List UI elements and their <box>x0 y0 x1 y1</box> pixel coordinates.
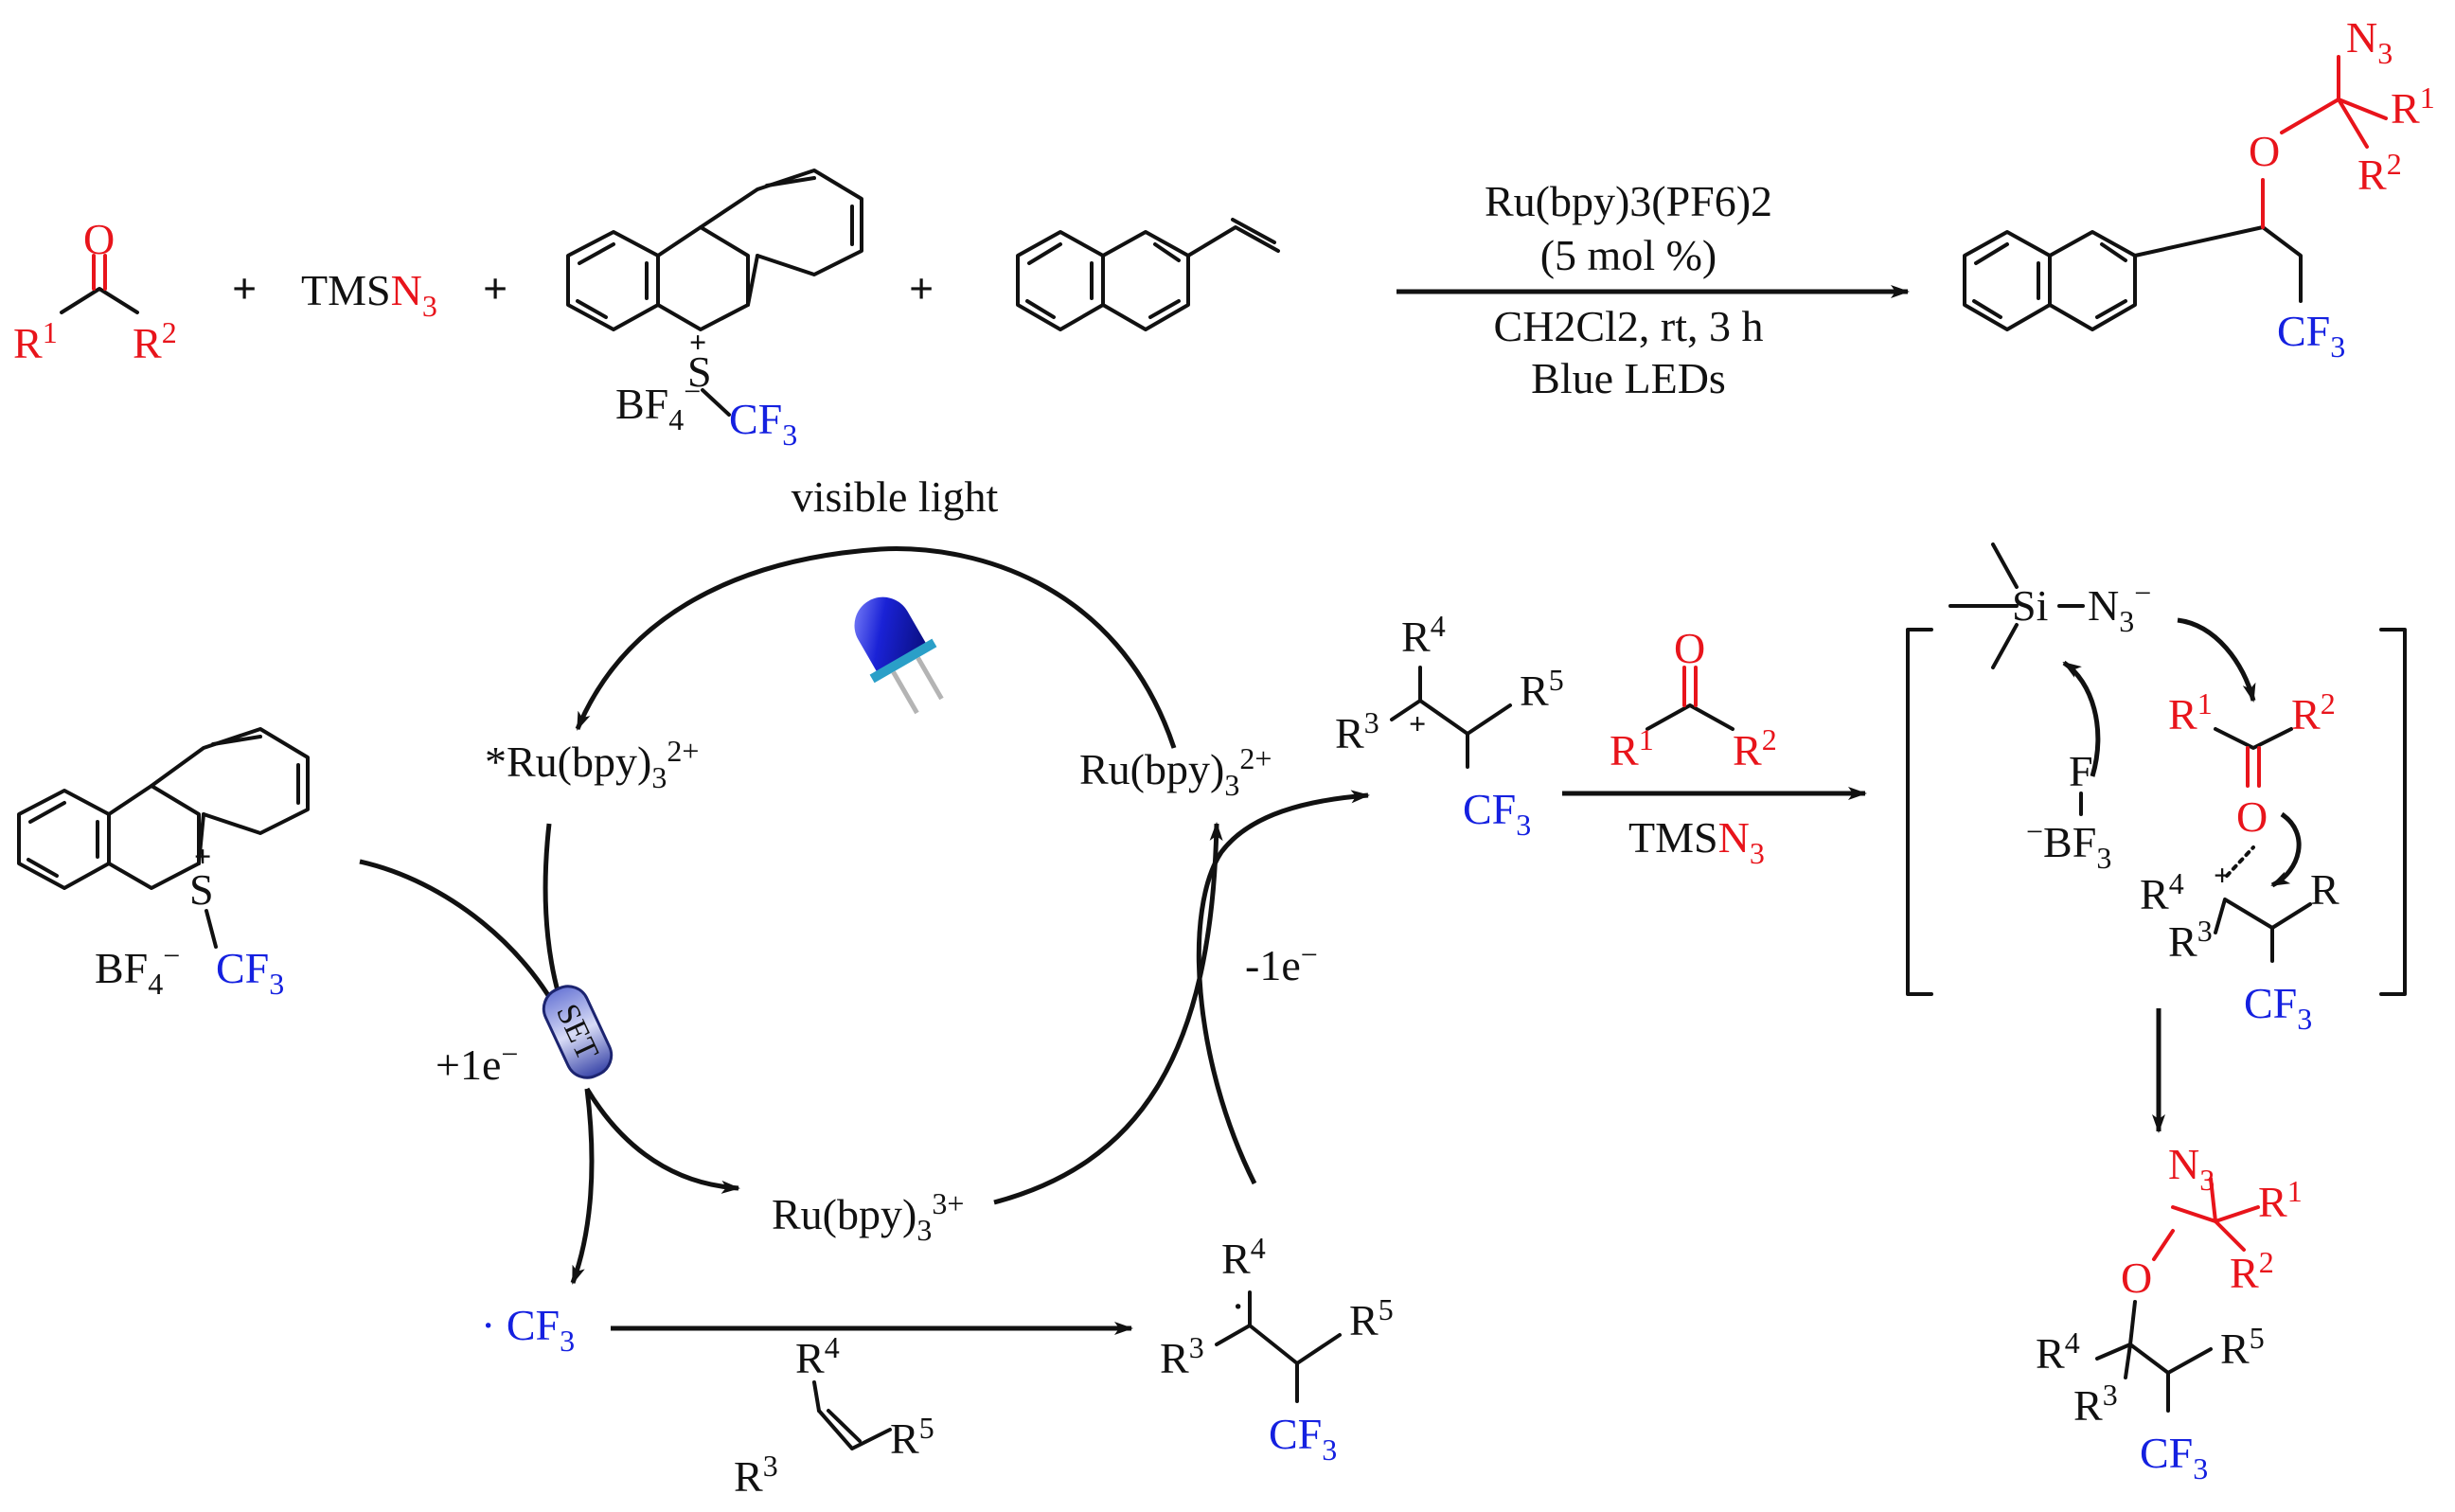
ts-r4: R4 <box>2140 866 2184 918</box>
sulfonium-s: S <box>687 347 712 396</box>
azido-ether-product: O N3 R1 R2 CF3 <box>1963 13 2435 364</box>
oxidation-arc <box>993 822 1223 1205</box>
vinylnaphthalene <box>1016 218 1280 331</box>
alkene-r3: R3 <box>734 1449 778 1501</box>
cycle-sulfonium-charge: + <box>194 839 211 873</box>
catalyst-label: Ru(bpy)3(PF6)2 <box>1485 177 1772 225</box>
radical-cf3: CF3 <box>1269 1410 1337 1467</box>
radical-r4: R4 <box>1221 1231 1266 1283</box>
radical-r5: R5 <box>1349 1292 1394 1344</box>
set-to-cf3-radical-arrow <box>570 1088 595 1285</box>
minus-electron-label: -1e− <box>1245 937 1318 989</box>
reagent-cf3: CF3 <box>729 395 797 452</box>
cation-cf3: CF3 <box>1463 785 1531 842</box>
plus-sign: + <box>232 264 257 312</box>
ts-cf3: CF3 <box>2244 979 2312 1036</box>
alkene-substrate: R4 R3 R5 <box>734 1330 934 1501</box>
cation-r4: R4 <box>1401 609 1446 661</box>
product-n3: N3 <box>2346 13 2393 70</box>
final-o: O <box>2121 1254 2152 1302</box>
loading-label: (5 mol %) <box>1540 231 1717 279</box>
ru-oxidized-state: Ru(bpy)33+ <box>772 1186 964 1247</box>
radical-to-cation-arrow <box>1196 790 1370 1185</box>
ts-o: O <box>2236 792 2268 841</box>
mid-ketone-r2: R2 <box>1733 722 1777 774</box>
product-r1: R1 <box>2391 80 2435 133</box>
ts-r3: R3 <box>2168 914 2213 966</box>
alkene-r4: R4 <box>795 1330 840 1382</box>
set-pill: SET <box>542 985 614 1079</box>
ketone-r2: R2 <box>133 315 177 367</box>
radical-r3: R3 <box>1160 1330 1204 1382</box>
ts-n3: N3− <box>2088 576 2151 638</box>
plus-sign: + <box>483 264 507 312</box>
visible-light-label: visible light <box>792 472 999 521</box>
set-to-ru-oxidized-arrow <box>584 1087 740 1194</box>
solvent-label: CH2Cl2, rt, 3 h <box>1494 302 1764 350</box>
product-r2: R2 <box>2357 147 2402 199</box>
alkene-r5: R5 <box>890 1411 934 1463</box>
final-r3: R3 <box>2073 1378 2118 1430</box>
final-r5: R5 <box>2220 1321 2265 1373</box>
ru-ground-state: Ru(bpy)32+ <box>1079 741 1272 802</box>
final-n3: N3 <box>2168 1140 2215 1197</box>
tms-azide: TMSN3 <box>301 266 437 323</box>
final-r4: R4 <box>2036 1325 2080 1378</box>
final-product: N3 R1 R2 O R4 R3 R5 CF3 <box>2036 1140 2303 1485</box>
ts-f: F <box>2069 747 2093 795</box>
cation-charge: + <box>1409 706 1426 740</box>
reagent-bf4: BF4− <box>615 374 701 436</box>
cycle-reagent-bf4: BF4− <box>95 938 180 1001</box>
ketone-reactant: O R1 R2 <box>13 215 177 367</box>
dibenzothiophenium-reagent-cycle: S + CF3 BF4− <box>17 727 310 1001</box>
ru-excited-state: *Ru(bpy)32+ <box>485 734 699 794</box>
ts-r2: R2 <box>2291 686 2336 738</box>
plus-sign: + <box>909 264 934 312</box>
radical-intermediate: R4 · R3 R5 CF3 <box>1160 1231 1394 1467</box>
radical-dot: · <box>1231 1282 1245 1330</box>
cation-r5: R5 <box>1520 663 1564 715</box>
sulfonium-charge: + <box>689 325 706 359</box>
reagent-to-set-arrow <box>359 859 571 1034</box>
final-cf3: CF3 <box>2140 1429 2208 1485</box>
cycle-reagent-cf3: CF3 <box>216 944 284 1001</box>
light-label: Blue LEDs <box>1531 354 1726 402</box>
ketone-o: O <box>83 215 115 263</box>
transition-assembly: Si N3− F −BF3 R1 R2 O + R4 R3 R CF3 <box>1948 543 2339 1036</box>
cf3-radical: · CF3 <box>481 1301 575 1358</box>
trapping-reagent: TMSN3 <box>1628 813 1765 870</box>
ts-charge: + <box>2214 858 2231 892</box>
ts-r: R <box>2310 865 2339 914</box>
product-o: O <box>2249 127 2280 175</box>
bracket-left <box>1906 628 1933 996</box>
ketone-r1: R1 <box>13 315 58 367</box>
carbocation-intermediate: R4 + R3 R5 CF3 <box>1335 609 1564 842</box>
mid-ketone-o: O <box>1674 624 1705 672</box>
dibenzothiophenium-reagent: S + CF3 BF4− <box>566 169 863 452</box>
mid-ketone-r1: R1 <box>1610 722 1654 774</box>
cycle-sulfonium-s: S <box>189 865 214 914</box>
bracket-right <box>2379 628 2407 996</box>
ts-r1: R1 <box>2168 686 2213 738</box>
excitation-arc <box>575 546 1177 749</box>
ts-bf3: −BF3 <box>2026 814 2111 875</box>
cation-r3: R3 <box>1335 705 1379 757</box>
ts-si: Si <box>2012 581 2048 630</box>
ketone-reagent-mid: O R1 R2 <box>1610 624 1777 774</box>
final-r1: R1 <box>2258 1174 2303 1226</box>
blue-led-icon <box>854 596 944 715</box>
final-r2: R2 <box>2230 1245 2274 1297</box>
plus-electron-label: +1e− <box>436 1037 518 1089</box>
product-cf3: CF3 <box>2277 307 2345 364</box>
